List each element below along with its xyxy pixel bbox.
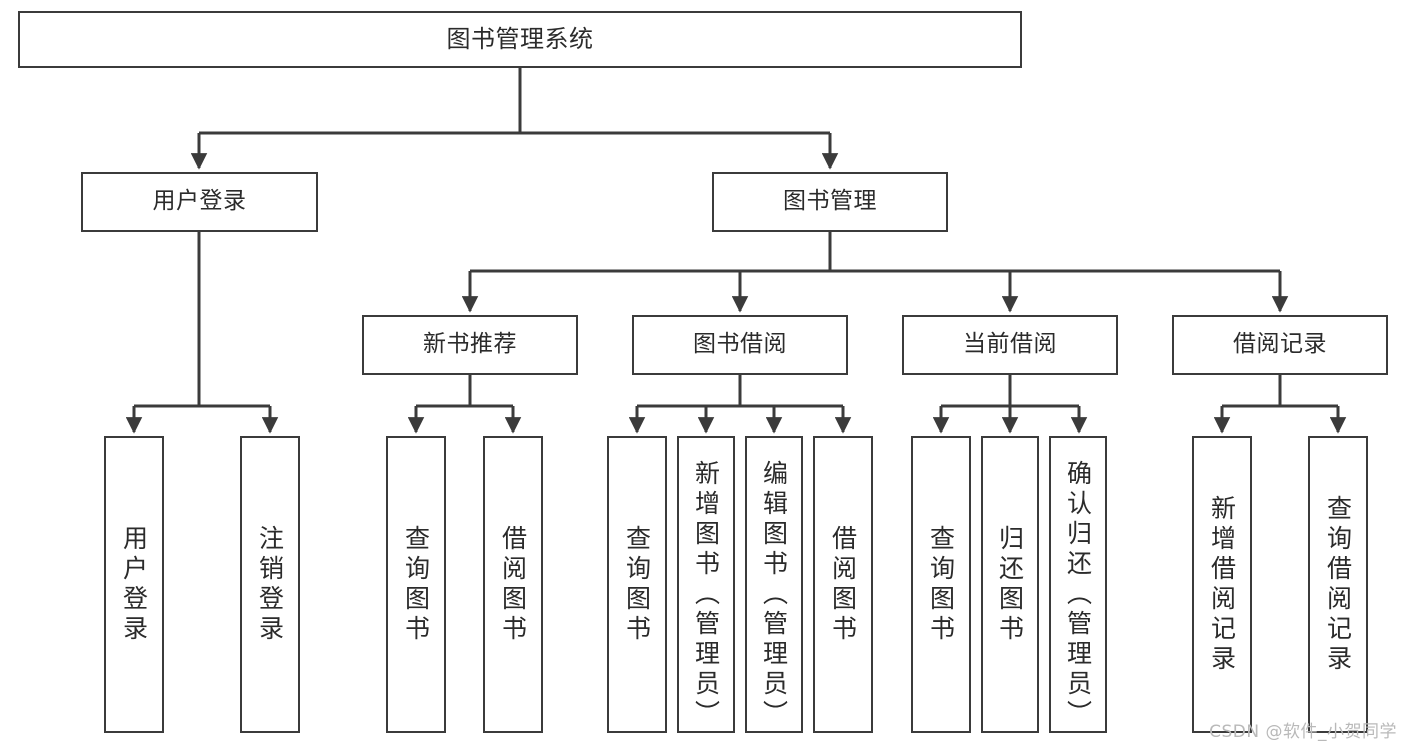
node-book-management[interactable]: 图书管理 [712,172,948,232]
node-label: 新书推荐 [423,331,517,358]
node-label: 借阅记录 [1233,331,1327,358]
node-label: 查询图书 [401,524,431,645]
node-label: 当前借阅 [963,331,1057,358]
node-label: 用户登录 [152,188,247,215]
node-label: 归还图书 [995,524,1025,645]
node-label: 查询图书 [622,524,652,645]
node-label: 查询借阅记录 [1323,494,1353,675]
leaf-return-book[interactable]: 归还图书 [981,436,1039,733]
leaf-query-book-borrow[interactable]: 查询图书 [607,436,667,733]
node-label: 图书管理 [783,188,877,215]
leaf-borrow-book-recommend[interactable]: 借阅图书 [483,436,543,733]
node-label: 图书管理系统 [446,25,594,54]
node-book-borrow[interactable]: 图书借阅 [632,315,848,375]
leaf-edit-book-admin[interactable]: 编辑图书（管理员） [745,436,803,733]
leaf-logout-login[interactable]: 注销登录 [240,436,300,733]
node-label: 图书借阅 [693,331,787,358]
node-new-book-recommend[interactable]: 新书推荐 [362,315,578,375]
leaf-user-login[interactable]: 用户登录 [104,436,164,733]
node-label: 借阅图书 [498,524,528,645]
node-label: 新增借阅记录 [1207,494,1237,675]
node-borrow-record[interactable]: 借阅记录 [1172,315,1388,375]
node-label: 注销登录 [255,524,285,645]
leaf-query-borrow-record[interactable]: 查询借阅记录 [1308,436,1368,733]
node-label: 编辑图书（管理员） [759,460,789,730]
node-label: 新增图书（管理员） [691,460,721,730]
node-label: 用户登录 [119,524,149,645]
leaf-add-borrow-record[interactable]: 新增借阅记录 [1192,436,1252,733]
leaf-query-book-recommend[interactable]: 查询图书 [386,436,446,733]
node-label: 查询图书 [926,524,956,645]
node-root-book-management-system[interactable]: 图书管理系统 [18,11,1022,68]
node-label: 确认归还（管理员） [1063,460,1093,730]
leaf-confirm-return-admin[interactable]: 确认归还（管理员） [1049,436,1107,733]
node-current-borrow[interactable]: 当前借阅 [902,315,1118,375]
node-user-login[interactable]: 用户登录 [81,172,318,232]
leaf-borrow-book-borrow[interactable]: 借阅图书 [813,436,873,733]
leaf-query-book-current[interactable]: 查询图书 [911,436,971,733]
leaf-add-book-admin[interactable]: 新增图书（管理员） [677,436,735,733]
node-label: 借阅图书 [828,524,858,645]
